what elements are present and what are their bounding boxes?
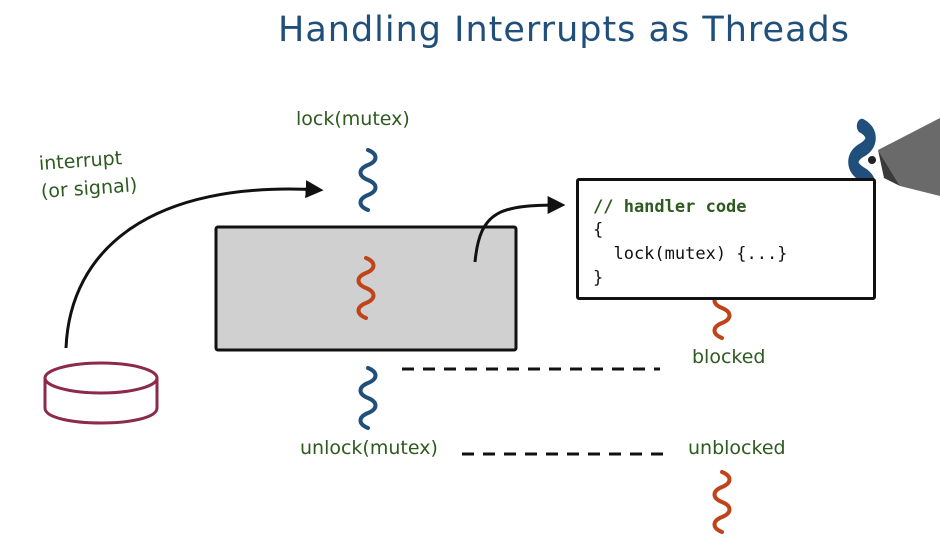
handler-code-box: // handler code { lock(mutex) {...} }	[576, 178, 876, 300]
thread-squiggle-icon	[712, 470, 732, 534]
unblocked-label: unblocked	[688, 437, 786, 459]
interrupt-arrow-icon	[64, 180, 324, 349]
lock-label: lock(mutex)	[296, 108, 410, 130]
page-title: Handling Interrupts as Threads	[278, 10, 850, 50]
thread-squiggle-icon	[358, 148, 378, 212]
unlock-label: unlock(mutex)	[300, 437, 438, 459]
handler-code-comment: // handler code	[593, 197, 747, 217]
handler-code-open-brace: {	[593, 220, 604, 240]
pen-icon	[868, 118, 940, 196]
device-cylinder-icon	[43, 361, 159, 425]
blocked-label: blocked	[692, 346, 766, 368]
handler-code-body: lock(mutex) {...}	[593, 244, 788, 264]
handler-arrow-icon	[473, 196, 566, 263]
handler-code-close-brace: }	[593, 268, 604, 288]
thread-squiggle-icon	[358, 366, 378, 430]
interrupt-label: interrupt (or signal)	[38, 143, 138, 206]
